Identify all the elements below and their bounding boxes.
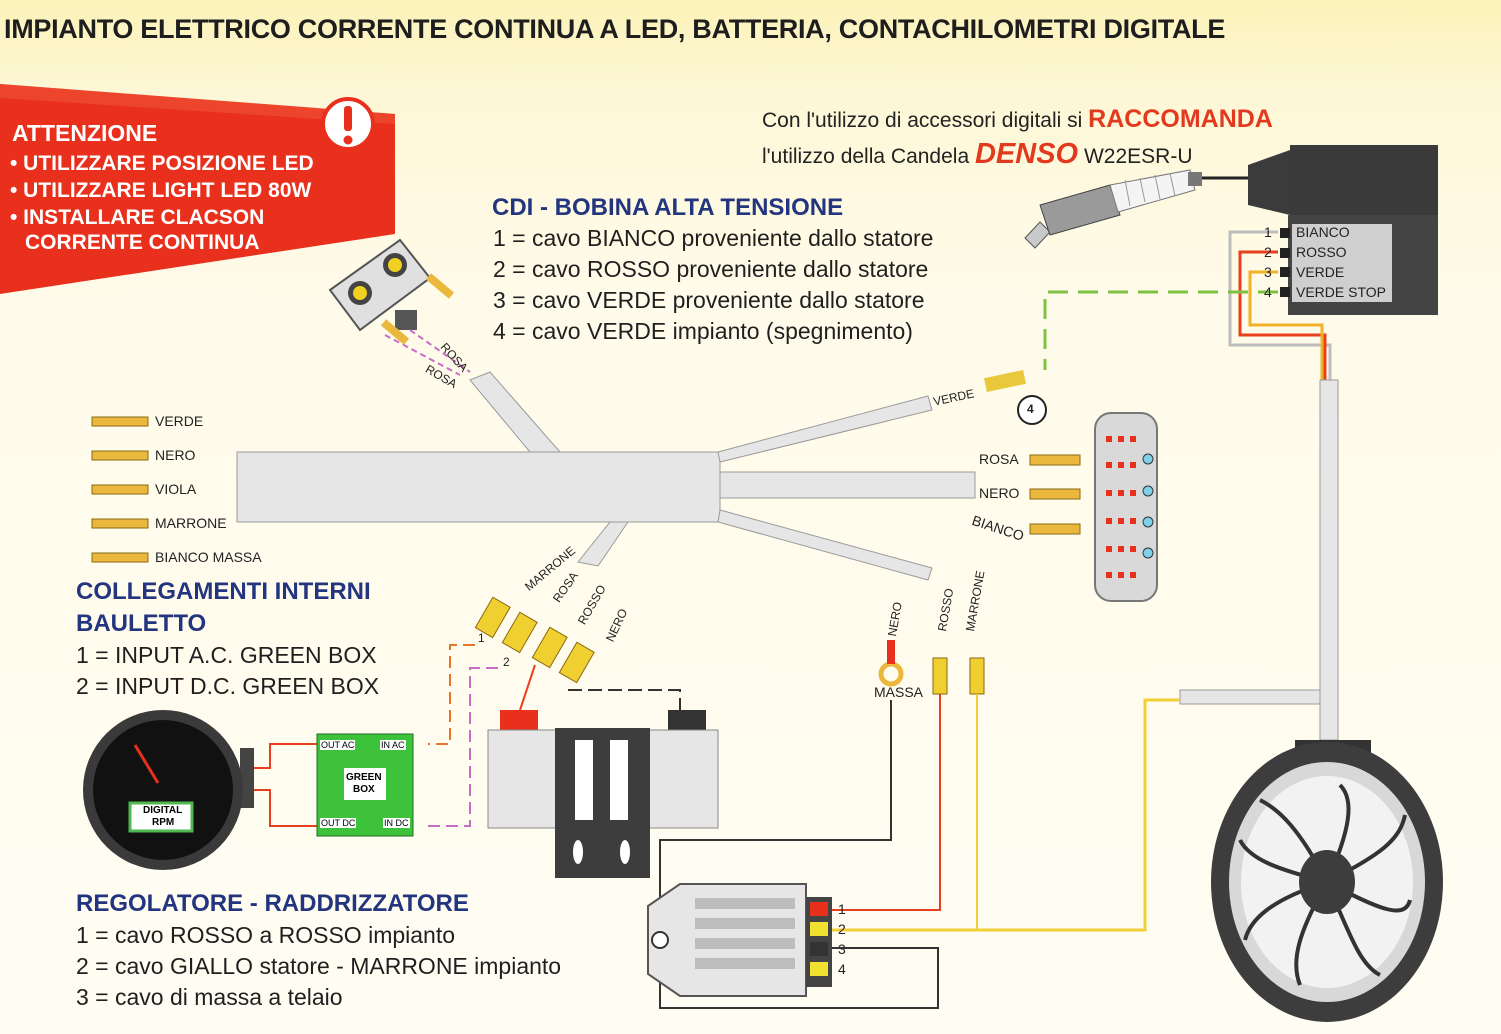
green-box-label-1: GREEN [346,772,382,783]
right-nero-label: NERO [979,485,1020,501]
bauletto-heading-2: BAULETTO [76,610,207,637]
main-harness [236,371,976,581]
recommendation-line-2: l'utilizzo della Candela DENSO W22ESR-U [762,138,1193,171]
regulator-pin-3: 3 [838,941,846,957]
left-connector-marrone: MARRONE [155,515,227,531]
cdi-line-1: 1 = cavo BIANCO proveniente dallo stator… [493,225,934,251]
rosa-connector-block [328,238,471,376]
battery [487,710,719,878]
regulator-pin-2: 2 [838,921,846,937]
massa-label: MASSA [874,684,924,700]
exclamation-icon [321,97,375,151]
recommendation-prefix: Con l'utilizzo di accessori digitali si [762,109,1083,132]
warning-item-4: CORRENTE CONTINUA [25,231,260,254]
left-connector-viola: VIOLA [155,481,197,497]
green-box-out-dc: OUT DC [320,818,357,828]
spark-plug-model: W22ESR-U [1083,145,1193,168]
page-title: IMPIANTO ELETTRICO CORRENTE CONTINUA A L… [4,14,1226,44]
pin-4-badge: 4 [1027,402,1034,416]
right-rosa-label: ROSA [979,451,1019,467]
left-connector-nero: NERO [155,447,196,463]
bauletto-line-2: 2 = INPUT D.C. GREEN BOX [76,673,380,699]
regolatore-heading: REGOLATORE - RADDRIZZATORE [76,890,469,917]
regolatore-line-3: 3 = cavo di massa a telaio [76,984,343,1010]
cdi-pin-3-num: 3 [1264,264,1272,280]
stator-fan [1211,740,1443,1022]
bauletto-pin-2: 2 [503,655,510,669]
recommendation-prefix-2: l'utilizzo della Candela [762,145,970,168]
regulator-rectifier [647,883,832,997]
cdi-heading: CDI - BOBINA ALTA TENSIONE [492,194,844,221]
warning-item-1: • UTILIZZARE POSIZIONE LED [10,152,314,175]
cdi-line-4: 4 = cavo VERDE impianto (spegnimento) [493,318,913,344]
spark-plug [1024,169,1248,249]
warning-panel [0,84,395,294]
rpm-gauge [83,710,254,870]
warning-heading: ATTENZIONE [12,120,158,146]
cdi-pin-4-num: 4 [1264,284,1272,300]
cdi-pin-2-num: 2 [1264,244,1272,260]
cdi-pin-2-label: ROSSO [1296,244,1347,260]
cdi-line-2: 2 = cavo ROSSO proveniente dallo statore [493,256,929,282]
regolatore-line-1: 1 = cavo ROSSO a ROSSO impianto [76,922,456,948]
cdi-line-3: 3 = cavo VERDE proveniente dallo statore [493,287,925,313]
gauge-label-2: RPM [152,817,175,828]
regolatore-line-2: 2 = cavo GIALLO statore - MARRONE impian… [76,953,562,979]
regulator-pin-1: 1 [838,901,846,917]
denso-brand: DENSO [974,138,1079,170]
cdi-pin-4-label: VERDE STOP [1296,284,1386,300]
recommendation-line-1: Con l'utilizzo di accessori digitali si … [762,105,1273,134]
left-connector-bianco-massa: BIANCO MASSA [155,549,262,565]
bauletto-heading-1: COLLEGAMENTI INTERNI [76,578,371,605]
cdi-pin-1-label: BIANCO [1296,224,1350,240]
bauletto-pin-1: 1 [478,631,485,645]
recommendation-highlight: RACCOMANDA [1088,105,1273,133]
cdi-pin-1-num: 1 [1264,224,1272,240]
warning-item-2: • UTILIZZARE LIGHT LED 80W [10,179,312,202]
bauletto-line-1: 1 = INPUT A.C. GREEN BOX [76,642,377,668]
green-box-in-dc: IN DC [383,818,410,828]
cdi-pin-3-label: VERDE [1296,264,1345,280]
left-connector-verde: VERDE [155,413,204,429]
green-box-out-ac: OUT AC [320,740,356,750]
gauge-label-1: DIGITAL [143,805,183,816]
green-box-label-2: BOX [353,784,375,795]
warning-item-3: • INSTALLARE CLACSON [10,206,265,229]
cdi-unit [1248,145,1438,315]
regulator-pin-4: 4 [838,961,846,977]
green-box-in-ac: IN AC [380,740,406,750]
